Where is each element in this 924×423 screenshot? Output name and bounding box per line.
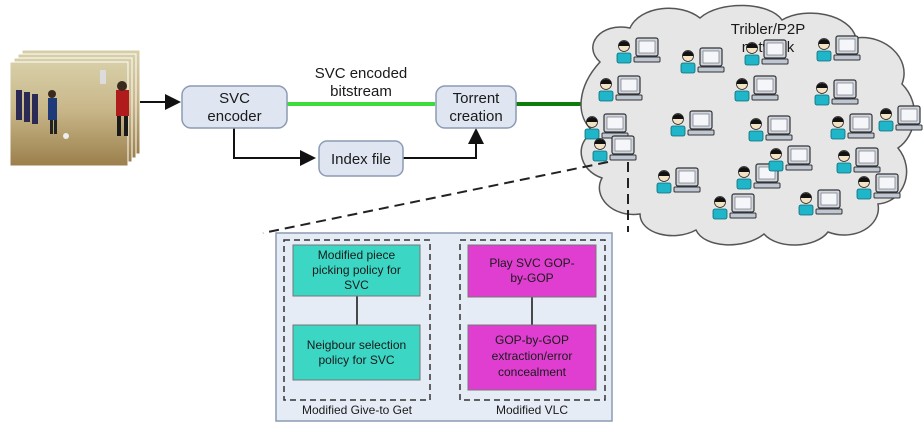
peer-icon (616, 37, 661, 64)
gop-extraction-line-2: extraction/error (492, 349, 573, 363)
peer-icon (744, 39, 789, 66)
peer-icon (798, 189, 843, 216)
p2p-cloud: Tribler/P2P network (580, 4, 923, 246)
peer-icon (656, 167, 701, 194)
peer-icon (816, 35, 861, 62)
torrent-creation-box: Torrent creation (435, 85, 517, 129)
peer-icon (592, 135, 637, 162)
piece-picking-line-2: picking policy for (312, 263, 401, 277)
play-svc-box (467, 244, 597, 298)
encoded-bitstream-label: SVC encoded bitstream (315, 65, 408, 100)
peer-icon (680, 47, 725, 74)
index-file-label: Index file (331, 151, 391, 168)
peer-icon (856, 173, 901, 200)
peer-icon (748, 115, 793, 142)
peer-icon (878, 105, 923, 132)
network-label-1: Tribler/P2P (731, 21, 805, 38)
peer-icon (830, 113, 875, 140)
torrent-label-2: creation (449, 108, 502, 125)
stream-label-2: bitstream (330, 83, 392, 100)
stream-label-1: SVC encoded (315, 65, 408, 82)
gop-extraction-line-3: concealment (498, 365, 567, 379)
play-svc-line-1: Play SVC GOP- (489, 256, 574, 270)
peer-icon (598, 75, 643, 102)
peer-icon (584, 113, 629, 140)
index-file-box: Index file (318, 140, 404, 177)
torrent-label-1: Torrent (453, 90, 501, 107)
peer-icon (734, 75, 779, 102)
play-svc-line-2: by-GOP (510, 271, 553, 285)
svc-encoder-label-1: SVC (219, 90, 250, 107)
give-to-get-group: Modified piece picking policy for SVC Ne… (283, 239, 431, 417)
peer-list (584, 35, 923, 220)
peer-detail-panel: Modified piece picking policy for SVC Ne… (275, 232, 613, 422)
piece-picking-box (292, 244, 421, 297)
vlc-caption: Modified VLC (496, 403, 568, 417)
video-frames (9, 49, 141, 167)
gop-extraction-box (467, 324, 597, 391)
neighbour-selection-box (292, 324, 421, 381)
svc-encoder-label-2: encoder (207, 108, 261, 125)
vlc-group: Play SVC GOP- by-GOP GOP-by-GOP extracti… (459, 239, 606, 417)
neighbour-selection-line-2: policy for SVC (318, 353, 394, 367)
piece-picking-line-3: SVC (344, 278, 369, 292)
peer-icon (814, 79, 859, 106)
gop-extraction-line-1: GOP-by-GOP (495, 333, 569, 347)
peer-icon (768, 145, 813, 172)
neighbour-selection-line-1: Neigbour selection (307, 338, 406, 352)
peer-icon (670, 110, 715, 137)
zoom-lines (262, 161, 629, 234)
piece-picking-line-1: Modified piece (318, 248, 396, 262)
give-to-get-caption: Modified Give-to Get (302, 403, 413, 417)
svc-encoder-box: SVC encoder (181, 85, 288, 129)
peer-icon (712, 193, 757, 220)
peer-icon (836, 147, 881, 174)
